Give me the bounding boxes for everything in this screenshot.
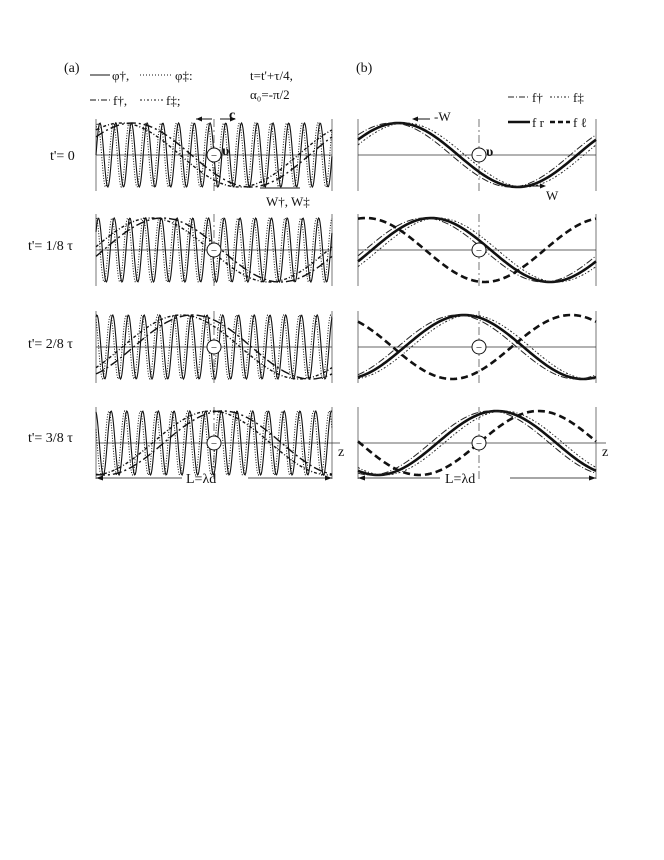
f-dagger-wave <box>95 122 333 188</box>
f-ddagger-wave <box>95 122 333 188</box>
electron-symbol: − <box>211 245 217 257</box>
electron-symbol: − <box>476 150 482 162</box>
length-marker-b: L=λd <box>358 472 596 487</box>
electron-symbol: − <box>476 342 482 354</box>
phi-ddagger-wave <box>95 313 333 381</box>
panel-b-annotations: -W υ W <box>412 109 559 203</box>
electron-marker <box>471 147 487 163</box>
label-upsilon-b: υ <box>486 145 493 160</box>
length-label-b: L=λd <box>445 472 475 487</box>
phi-ddagger-wave <box>95 216 333 284</box>
z-axis-label-a: z <box>338 445 344 460</box>
phi-dagger-wave <box>95 216 333 284</box>
panel-b-legend: f† f‡ f r f ℓ <box>508 90 587 130</box>
panel-a-label: (a) <box>64 61 80 76</box>
label-minus-w: -W <box>434 109 451 124</box>
panel-b-row-0: − <box>357 119 597 191</box>
label-w-pair: W†, W‡ <box>266 194 310 209</box>
legend-alpha: α₀=-π/2 <box>250 87 290 102</box>
f-ddagger-wave <box>95 314 333 380</box>
electron-marker <box>206 339 222 355</box>
electron-symbol: − <box>476 438 482 450</box>
f-dagger-wave <box>95 314 333 380</box>
row-label-2: t'= 2/8 τ <box>28 337 73 352</box>
legend-phi-dagger: φ†, <box>112 68 129 83</box>
panel-b-label: (b) <box>356 61 373 76</box>
panel-a-plots: − − − − <box>95 119 340 479</box>
length-marker-a: L=λd <box>96 472 332 487</box>
f-ddagger-wave <box>95 410 333 476</box>
f-ddagger-wave <box>357 217 597 283</box>
length-label-a: L=λd <box>186 472 216 487</box>
f-l-wave <box>357 313 597 381</box>
electron-symbol: − <box>476 245 482 257</box>
panel-b-row-1: − <box>357 214 597 286</box>
legend-time-equation: t=t'+τ/4, <box>250 68 293 83</box>
f-dagger-wave <box>357 314 597 380</box>
electron-marker <box>206 435 222 451</box>
legend-b-f-r: f r <box>532 115 545 130</box>
electron-marker <box>471 339 487 355</box>
row-label-0: t'= 0 <box>50 149 75 164</box>
panel-a-row-0: − <box>95 119 333 191</box>
electron-marker <box>471 435 487 451</box>
f-dagger-wave <box>357 122 597 188</box>
legend-f-dagger: f†, <box>113 93 127 108</box>
label-c: c <box>229 108 235 123</box>
legend-b-f-ddagger: f‡ <box>573 90 584 105</box>
electron-symbol: − <box>211 342 217 354</box>
label-upsilon-a: υ <box>222 144 229 159</box>
f-dagger-wave <box>357 410 597 476</box>
panel-a-row-2: − <box>95 311 333 383</box>
panel-a-legend: φ†, φ‡: f†, f‡; t=t'+τ/4, α₀=-π/2 <box>90 68 293 108</box>
f-l-wave <box>357 216 597 284</box>
electron-marker <box>206 147 222 163</box>
legend-phi-ddagger: φ‡: <box>175 68 193 83</box>
phi-dagger-wave <box>95 409 333 477</box>
panel-b-plots: − − − − <box>357 119 606 479</box>
legend-f-ddagger: f‡; <box>166 93 180 108</box>
legend-b-f-l: f ℓ <box>573 115 587 130</box>
panel-a-row-3: − <box>95 407 340 479</box>
electron-symbol: − <box>211 150 217 162</box>
legend-b-f-dagger: f† <box>532 90 543 105</box>
electron-symbol: − <box>211 438 217 450</box>
panel-b-row-2: − <box>357 311 597 383</box>
electron-marker <box>206 242 222 258</box>
electron-marker <box>471 242 487 258</box>
panel-a-annotations: c υ W†, W‡ <box>196 108 310 209</box>
panel-b-row-3: − <box>357 407 606 479</box>
panel-a-row-1: − <box>95 214 333 286</box>
phi-ddagger-wave <box>95 410 333 477</box>
z-axis-label-b: z <box>602 445 608 460</box>
phi-ddagger-wave <box>95 122 333 189</box>
row-label-3: t'= 3/8 τ <box>28 431 73 446</box>
f-ddagger-wave <box>357 122 597 188</box>
label-w: W <box>546 188 559 203</box>
f-dagger-wave <box>95 410 333 476</box>
row-label-1: t'= 1/8 τ <box>28 239 73 254</box>
